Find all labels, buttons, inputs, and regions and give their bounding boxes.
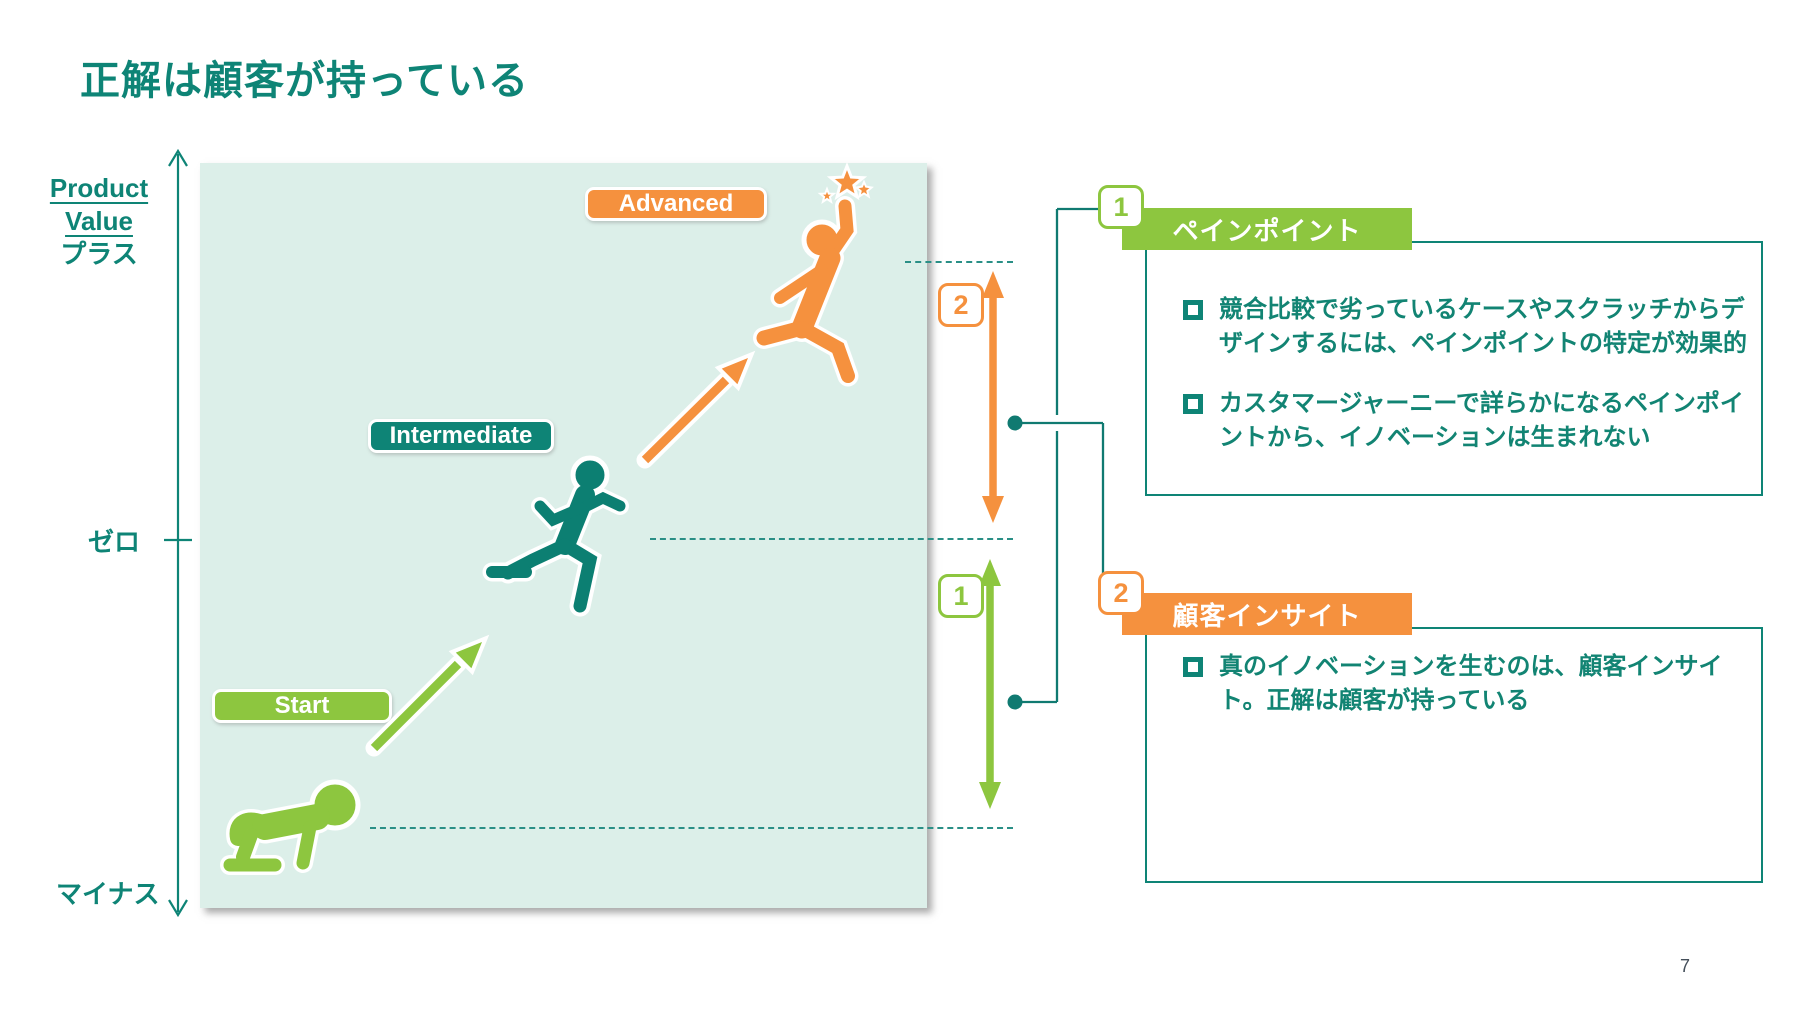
bullet-item: 競合比較で劣っているケースやスクラッチからデザインするには、ペインポイントの特定… [1183,293,1748,361]
callout-box-insight [1145,627,1763,883]
growth-arrow-start-icon [365,634,490,757]
runner-icon [482,455,629,617]
y-axis-arrow [164,148,192,918]
jumper-star-icon [753,161,874,387]
stage-label-intermediate-text: Intermediate [389,422,533,449]
callout-box-painpoints [1145,241,1763,496]
callout-title-painpoints: ペインポイント [1172,215,1362,246]
callout-bullets-painpoints: 競合比較で劣っているケースやスクラッチからデザインするには、ペインポイントの特定… [1183,293,1748,481]
callout-bullets-insight: 真のイノベーションを生むのは、顧客インサイト。正解は顧客が持っている [1183,650,1748,744]
level-line-zero [650,538,1013,540]
gap-marker-2: 2 [938,283,984,327]
callout-number-2: 2 [1098,571,1144,615]
axis-label-zero: ゼロ [87,527,140,557]
stage-label-intermediate: Intermediate [368,419,554,453]
gap-marker-1-number: 1 [953,580,969,611]
checkbox-bullet-icon [1183,300,1203,320]
gap-marker-1: 1 [938,574,984,618]
stage-label-advanced: Advanced [585,187,767,221]
page-title: 正解は顧客が持っている [80,59,529,103]
bullet-text: カスタマージャーニーで詳らかになるペインポイントから、イノベーションは生まれない [1219,390,1744,451]
checkbox-bullet-icon [1183,394,1203,414]
bullet-item: 真のイノベーションを生むのは、顧客インサイト。正解は顧客が持っている [1183,650,1748,718]
bullet-text: 真のイノベーションを生むのは、顧客インサイト。正解は顧客が持っている [1219,653,1723,714]
growth-arrow-advanced-icon [636,350,756,469]
callout-number-1-text: 1 [1113,191,1129,222]
level-line-advanced [905,261,1013,263]
callout-header-painpoints: ペインポイント [1122,208,1412,250]
checkbox-bullet-icon [1183,657,1203,677]
callout-title-insight: 顧客インサイト [1172,600,1362,631]
page-number: 7 [1680,956,1691,976]
callout-number-1: 1 [1098,185,1144,229]
gap-arrow-2-icon [982,271,1004,523]
axis-label-minus: マイナス [56,879,160,909]
level-line-start [370,827,1013,829]
bullet-item: カスタマージャーニーで詳らかになるペインポイントから、イノベーションは生まれない [1183,387,1748,455]
callout-number-2-text: 2 [1113,577,1129,608]
axis-label-value: Value [65,206,133,236]
gap-marker-2-number: 2 [953,289,969,320]
axis-label-plus: プラス [60,239,138,269]
stage-label-start-text: Start [274,692,330,719]
callout-header-insight: 顧客インサイト [1122,593,1412,635]
bullet-text: 競合比較で劣っているケースやスクラッチからデザインするには、ペインポイントの特定… [1219,296,1747,357]
baby-crawl-icon [220,779,361,875]
connector-lines [1007,207,1105,710]
stage-label-advanced-text: Advanced [618,190,734,217]
gap-arrow-1-icon [979,559,1001,809]
stage-label-start: Start [212,689,392,723]
axis-label-product-value: Product Value プラス [44,172,154,271]
axis-label-product: Product [49,173,149,203]
